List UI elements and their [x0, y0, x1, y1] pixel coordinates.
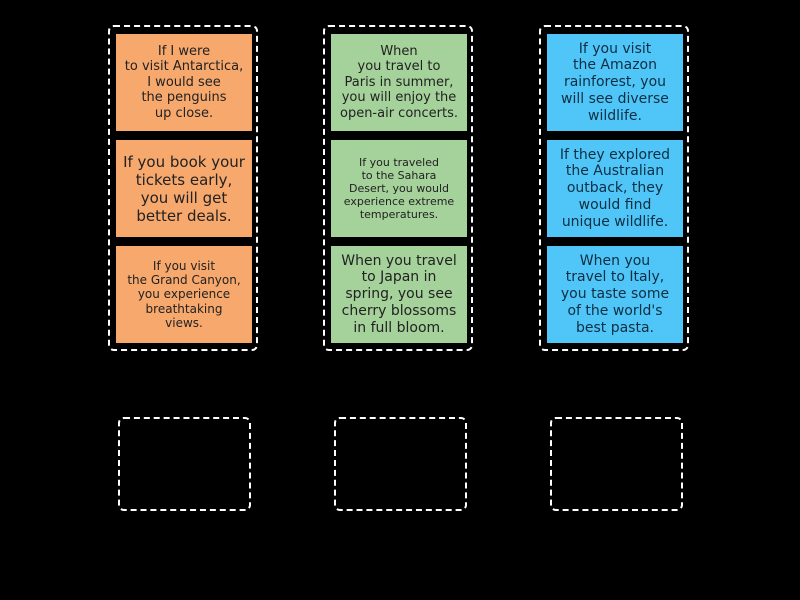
card-italy[interactable]: When you travel to Italy, you taste some… — [547, 246, 683, 343]
drop-zone-1[interactable] — [118, 417, 251, 511]
card-japan[interactable]: When you travel to Japan in spring, you … — [331, 246, 467, 343]
drop-zone-3[interactable] — [550, 417, 683, 511]
card-grand-canyon[interactable]: If you visit the Grand Canyon, you exper… — [116, 246, 252, 343]
card-group-1: If I were to visit Antarctica, I would s… — [108, 25, 258, 351]
drop-zone-2[interactable] — [334, 417, 467, 511]
card-antarctica[interactable]: If I were to visit Antarctica, I would s… — [116, 34, 252, 131]
card-book-tickets[interactable]: If you book your tickets early, you will… — [116, 140, 252, 237]
card-group-3: If you visit the Amazon rainforest, you … — [539, 25, 689, 351]
card-sahara[interactable]: If you traveled to the Sahara Desert, yo… — [331, 140, 467, 237]
card-amazon[interactable]: If you visit the Amazon rainforest, you … — [547, 34, 683, 131]
card-australia[interactable]: If they explored the Australian outback,… — [547, 140, 683, 237]
card-group-2: When you travel to Paris in summer, you … — [323, 25, 473, 351]
card-paris[interactable]: When you travel to Paris in summer, you … — [331, 34, 467, 131]
